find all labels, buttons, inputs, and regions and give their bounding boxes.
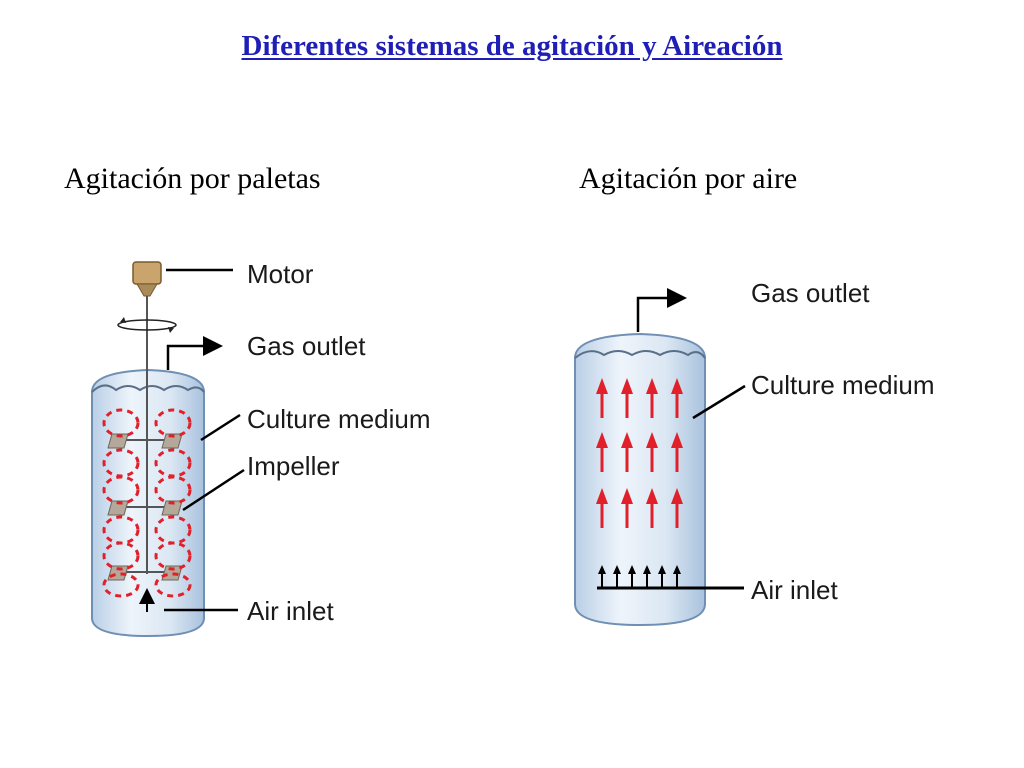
right-leader-line [692, 384, 746, 420]
paddle-agitation-heading: Agitación por paletas [64, 162, 321, 195]
right-gas-outlet-label: Gas outlet [751, 278, 870, 308]
motor-label: Motor [247, 259, 314, 289]
left-leader-lines [164, 268, 245, 612]
air-agitation-heading: Agitación por aire [579, 162, 798, 195]
motor-icon [132, 261, 162, 297]
airlift-vessel [574, 332, 706, 627]
gas-outlet-pipe [636, 288, 687, 332]
sparger-icon [597, 565, 744, 590]
left-culture-medium-label: Culture medium [247, 404, 431, 434]
rotation-icon [117, 317, 177, 333]
right-culture-medium-label: Culture medium [751, 370, 935, 400]
page-title: Diferentes sistemas de agitación y Airea… [241, 30, 783, 62]
left-air-inlet-label: Air inlet [247, 596, 334, 626]
circulation-flow-icons [102, 408, 192, 598]
impeller-label: Impeller [247, 451, 340, 481]
left-gas-outlet-label: Gas outlet [247, 331, 366, 361]
gas-outlet-pipe [166, 336, 223, 370]
right-air-inlet-label: Air inlet [751, 575, 838, 605]
rising-bubbles-icons [596, 378, 683, 528]
